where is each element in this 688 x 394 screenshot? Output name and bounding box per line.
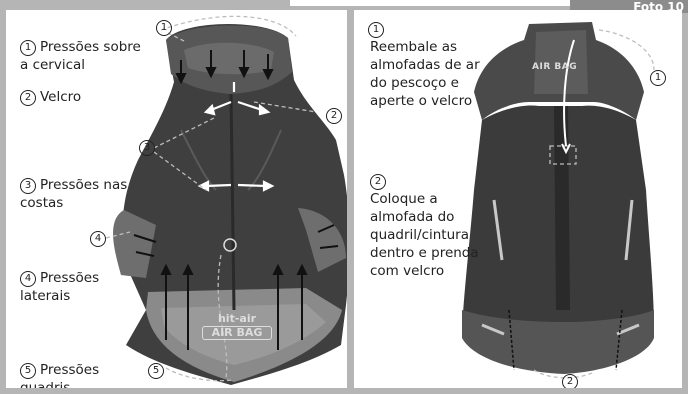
right-marker-2: 2 (562, 372, 578, 388)
label-neck-pressure: Pressões sobre a cervical (20, 39, 141, 73)
step-2-badge: 2 (370, 174, 386, 190)
number-4-badge: 4 (20, 271, 36, 287)
step-1-badge: 1 (368, 22, 384, 38)
right-vest-logo: AIR BAG (532, 62, 577, 72)
number-2-badge: 2 (20, 90, 36, 106)
number-1-badge: 1 (20, 40, 36, 56)
marker-2: 2 (326, 106, 342, 124)
right-panel: 1 Reembale as almofadas de ar do pescoço… (354, 10, 682, 388)
marker-5: 5 (148, 361, 164, 379)
label-back-pressure: Pressões nas costas (20, 177, 127, 211)
right-marker-1: 1 (650, 68, 666, 86)
label-velcro: Velcro (40, 89, 81, 105)
marker-4: 4 (90, 229, 106, 247)
right-step-2-text: Coloque a almofada do quadril/cintura de… (370, 190, 498, 280)
marker-3: 3 (139, 138, 155, 156)
right-step-1-badge-wrap: 1 (368, 20, 388, 38)
number-3-badge: 3 (20, 178, 36, 194)
marker-1: 1 (156, 18, 172, 36)
number-5-badge: 5 (20, 363, 36, 379)
right-step-1-text: Reembale as almofadas de ar do pescoço e… (370, 38, 490, 110)
right-step-2-badge-wrap: 2 (370, 172, 390, 190)
vest-logo: hit-air AIR BAG (202, 313, 272, 340)
frame-top-gap (290, 0, 570, 6)
